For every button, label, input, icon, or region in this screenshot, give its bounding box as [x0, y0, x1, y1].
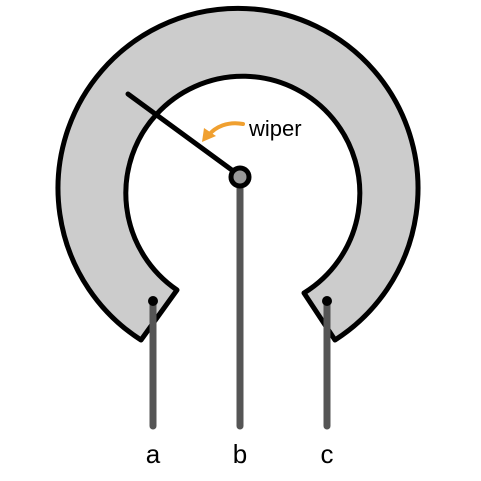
wiper-pivot	[228, 165, 252, 189]
terminal-label-a: a	[146, 439, 161, 469]
terminal-label-c: c	[321, 439, 334, 469]
rotation-arrow	[207, 121, 245, 137]
wiper-arm	[125, 91, 243, 179]
resistive-track	[55, 5, 421, 343]
wiper-label: wiper	[248, 116, 302, 141]
contact-dot-c	[322, 296, 332, 306]
contact-dot-a	[148, 296, 158, 306]
terminal-label-b: b	[233, 439, 247, 469]
rotation-arrow-head	[202, 128, 216, 142]
